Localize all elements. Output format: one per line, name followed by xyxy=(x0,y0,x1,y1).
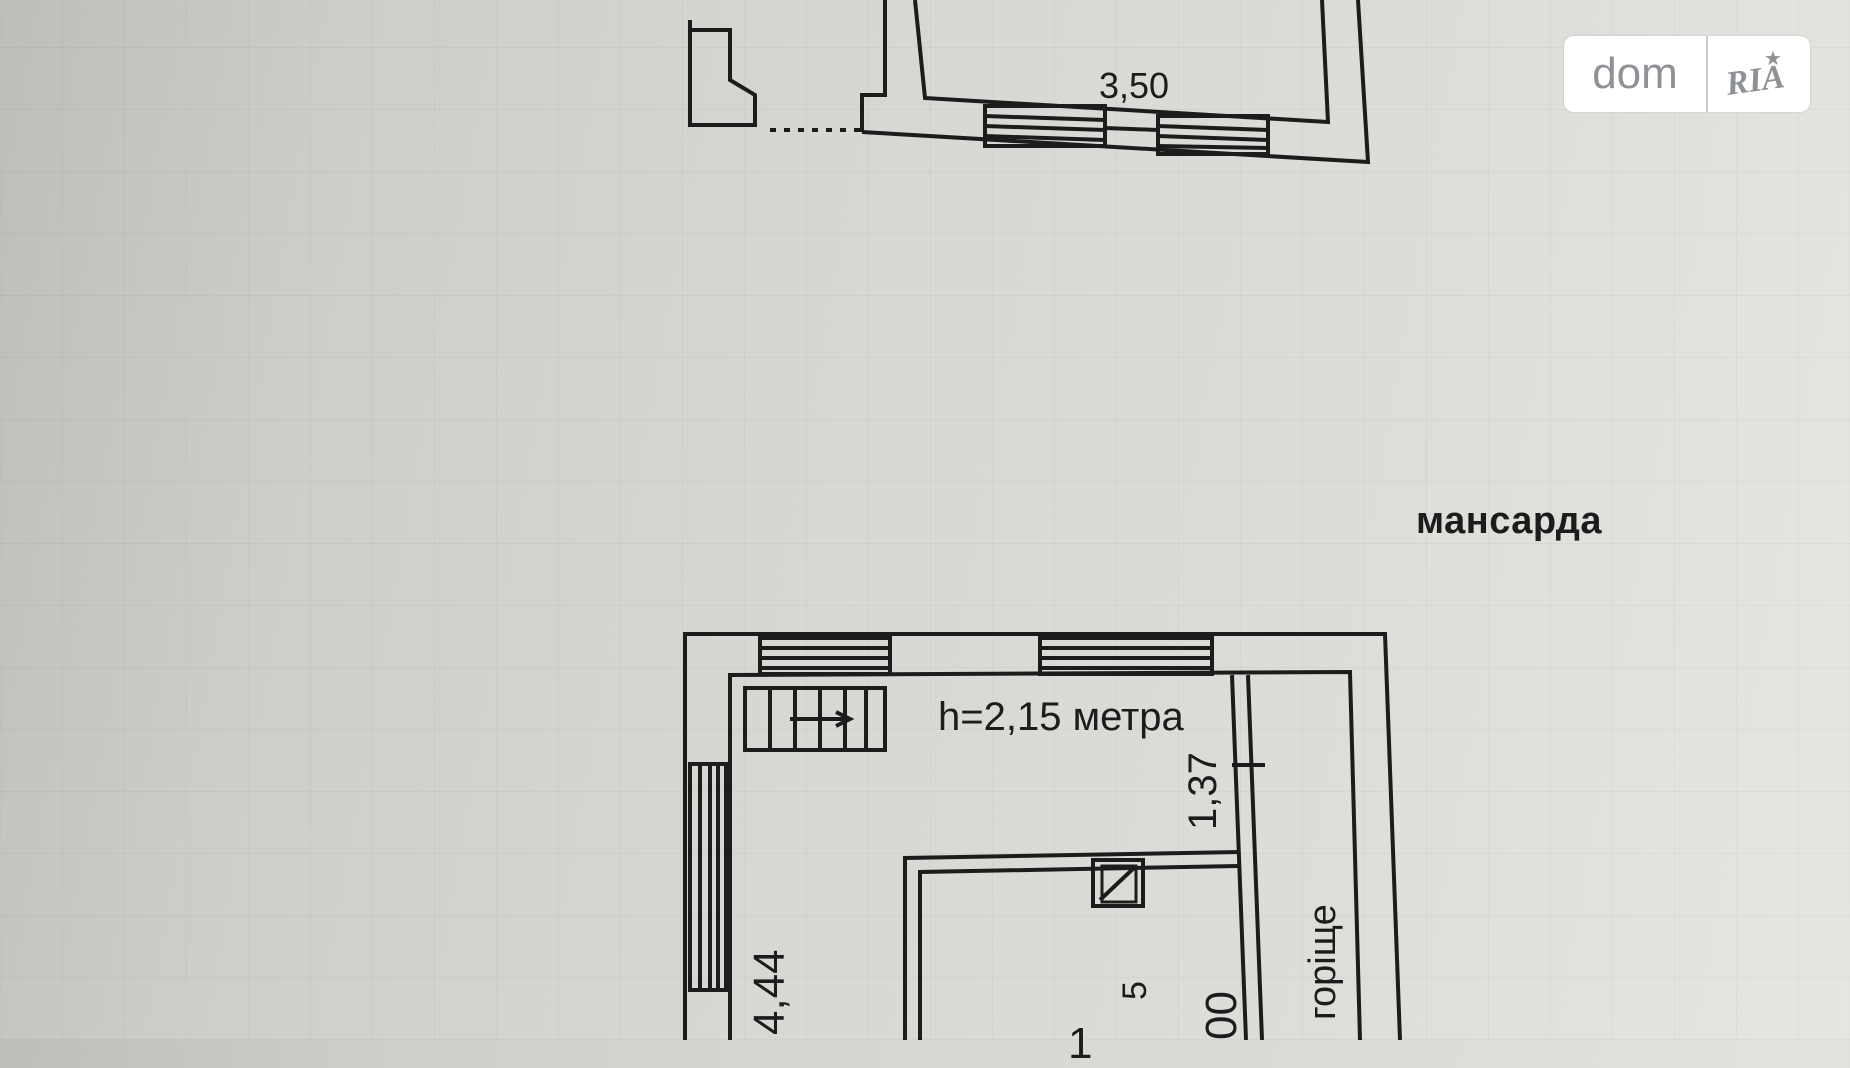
chimney-icon xyxy=(1091,858,1145,908)
dimension-3-50: 3,50 xyxy=(1099,65,1170,106)
top-plan-outer-wall xyxy=(860,0,887,132)
ceiling-height-label: h=2,15 метра xyxy=(938,695,1184,739)
inner-room-wall xyxy=(903,850,1241,1040)
dimension-4-44: 4,44 xyxy=(745,949,794,1035)
inner-room-wall-2 xyxy=(918,864,1239,1040)
star-icon: ★ xyxy=(1764,48,1782,70)
dimension-00: 00 xyxy=(1197,991,1246,1040)
stair-icon xyxy=(743,686,887,752)
partial-dimension-1: 1 xyxy=(1068,1019,1093,1068)
paper-background xyxy=(0,0,1850,1040)
partial-dimension-5: 5 xyxy=(1116,981,1154,1000)
floor-plan-drawing xyxy=(683,0,1402,1040)
top-plan-inner-wall xyxy=(913,0,1331,125)
room-label-horishche: горіще xyxy=(1302,904,1344,1020)
attic-outer-wall xyxy=(683,632,1402,1040)
dom-ria-watermark: dom ★ RIA xyxy=(1564,36,1810,112)
partition-wall-2 xyxy=(1246,674,1264,1040)
ria-logo-text: RIA xyxy=(1723,58,1787,103)
dom-logo-text: dom xyxy=(1592,49,1678,98)
partition-wall xyxy=(1230,674,1248,1040)
top-plan-outer-wall-2 xyxy=(861,0,1371,165)
logo-divider xyxy=(1706,36,1708,112)
top-plan-left-wall xyxy=(688,20,757,127)
top-plan-window-2 xyxy=(1156,114,1270,156)
ria-logo: ★ RIA xyxy=(1708,36,1810,112)
attic-title: мансарда xyxy=(1416,500,1602,542)
dimension-1-37: 1,37 xyxy=(1181,752,1225,830)
